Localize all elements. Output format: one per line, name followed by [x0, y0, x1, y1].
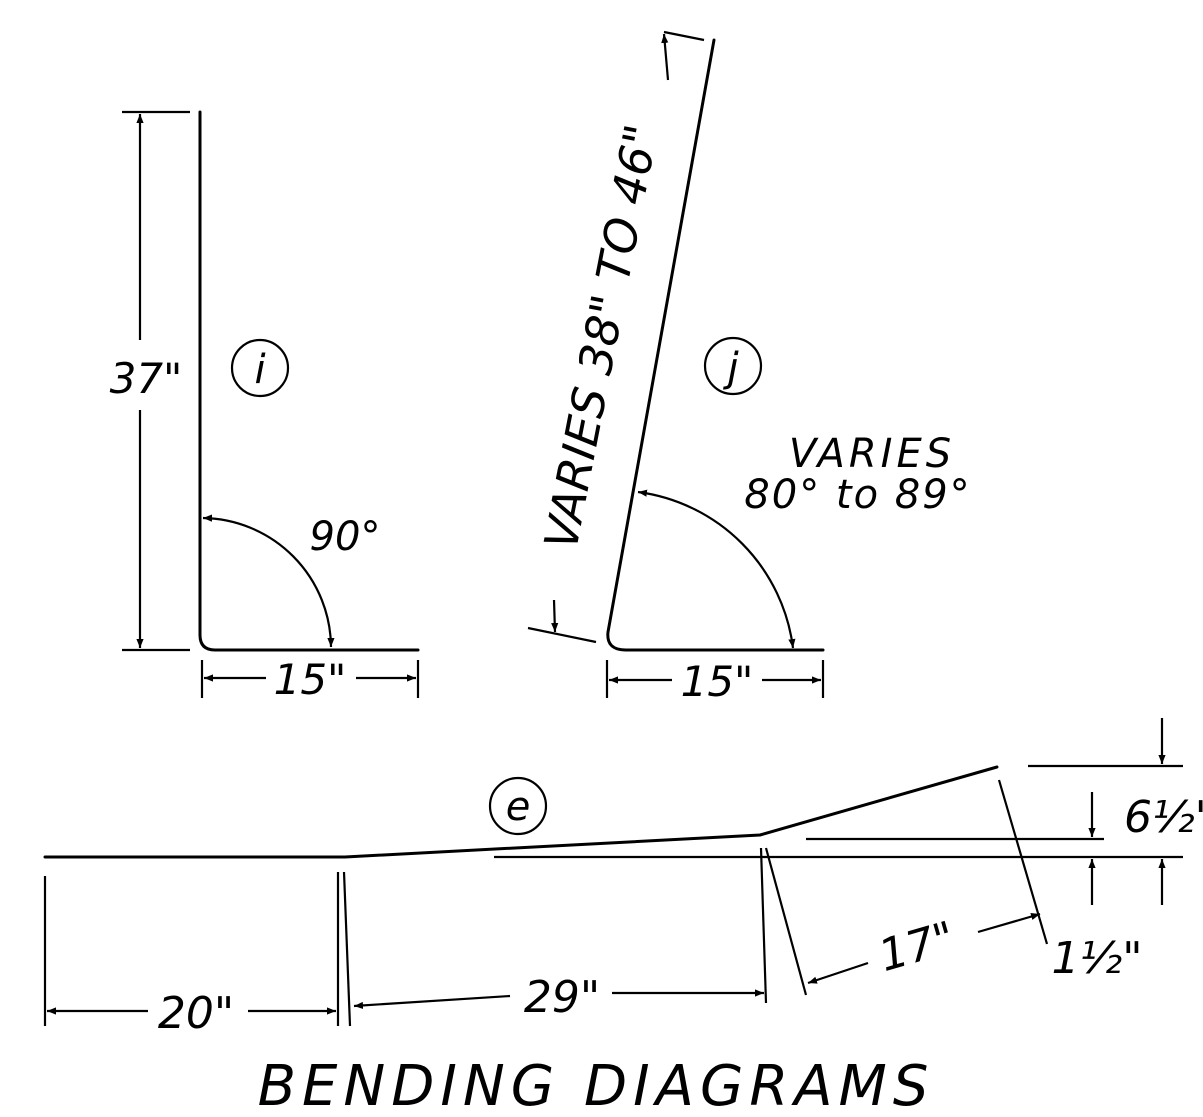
bar-i-tag-circle	[230, 338, 290, 398]
bar-j-diagram: VARIES 38" TO 46" j VARIES 80° to 89° 15…	[527, 30, 971, 706]
bar-j-angle-arc	[637, 489, 796, 649]
bar-i-angle-arc	[202, 514, 335, 648]
bar-e-ext-bend2-a	[759, 847, 768, 1004]
bar-e-tag: e	[506, 784, 531, 830]
bar-e-seg2-dim-left	[353, 994, 511, 1010]
bar-i-tag: i	[254, 347, 265, 393]
bar-e-seg3-label: 17"	[873, 912, 960, 982]
bar-j-angle-line1: VARIES	[789, 431, 955, 477]
bar-e-ext-bend1-b	[342, 871, 352, 1027]
bar-e-offset-label: 1½"	[1052, 933, 1143, 984]
bar-j-angle-line2: 80° to 89°	[744, 472, 971, 518]
bar-j-height-ext-top	[663, 30, 705, 42]
bar-e-shape	[43, 765, 999, 859]
bar-j-width-label: 15"	[681, 657, 754, 706]
bar-j-height-dim-bottom	[551, 599, 559, 633]
bar-j-tag-circle	[703, 336, 763, 396]
bar-j-height-ext-bottom	[527, 626, 597, 644]
diagram-title: BENDING DIAGRAMS	[258, 1054, 935, 1117]
bar-i-shape	[198, 110, 420, 652]
bar-e-seg3-dim-right	[977, 912, 1041, 934]
bar-e-diagram: e 20" 29" 17" 1½" 6½"	[43, 718, 1203, 1039]
bar-i-diagram: 37" i 90° 15"	[110, 110, 420, 704]
bar-e-tag-circle	[488, 776, 548, 836]
bar-i-height-label: 37"	[110, 354, 183, 403]
bar-j-height-label: VARIES 38" TO 46"	[534, 120, 669, 554]
bar-j-height-dim-top	[661, 33, 670, 81]
bar-e-rise-label: 6½"	[1124, 792, 1203, 843]
bar-i-angle-label: 90°	[310, 514, 381, 560]
bar-e-seg1-label: 20"	[158, 988, 234, 1039]
bar-e-seg3-dim-left	[807, 961, 869, 985]
bar-i-width-label: 15"	[274, 655, 347, 704]
bar-e-ext-bend2-b	[764, 847, 808, 996]
bar-e-seg2-label: 29"	[524, 972, 600, 1023]
bar-j-tag: j	[722, 345, 739, 391]
bar-j-shape	[606, 38, 825, 652]
